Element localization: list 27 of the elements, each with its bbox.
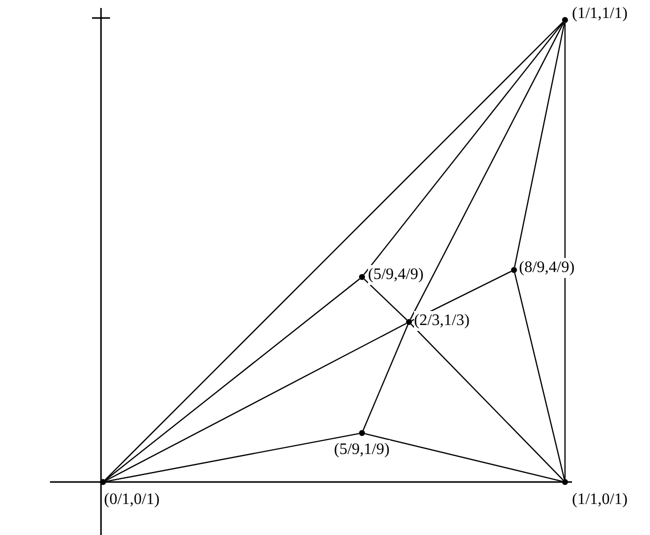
coordinate-label: (5/9,4/9): [368, 265, 424, 285]
coordinate-label: (2/3,1/3): [414, 311, 470, 331]
line-segment: [104, 22, 564, 480]
point: [562, 17, 568, 23]
point: [359, 274, 365, 280]
coordinate-label: (0/1,0/1): [104, 490, 160, 510]
line-segment: [106, 432, 360, 482]
line-segment: [105, 322, 407, 482]
line-segment: [410, 324, 564, 480]
line-segment: [564, 23, 566, 479]
line-segment: [104, 278, 360, 481]
point: [562, 479, 568, 485]
point: [359, 430, 365, 436]
coordinate-label: (1/1,1/1): [572, 4, 628, 24]
line-segment: [514, 22, 565, 268]
coordinate-label: (1/1,0/1): [572, 490, 628, 510]
line-segment: [410, 22, 564, 320]
coordinate-label: (5/9,1/9): [334, 440, 390, 460]
point: [406, 319, 412, 325]
line-segment: [363, 22, 564, 276]
line-segment: [514, 272, 565, 480]
point: [511, 267, 517, 273]
point: [100, 479, 106, 485]
coordinate-label: (8/9,4/9): [519, 258, 575, 278]
line-segment: [364, 278, 408, 320]
line-segment: [362, 324, 408, 430]
line-segment: [364, 433, 562, 482]
